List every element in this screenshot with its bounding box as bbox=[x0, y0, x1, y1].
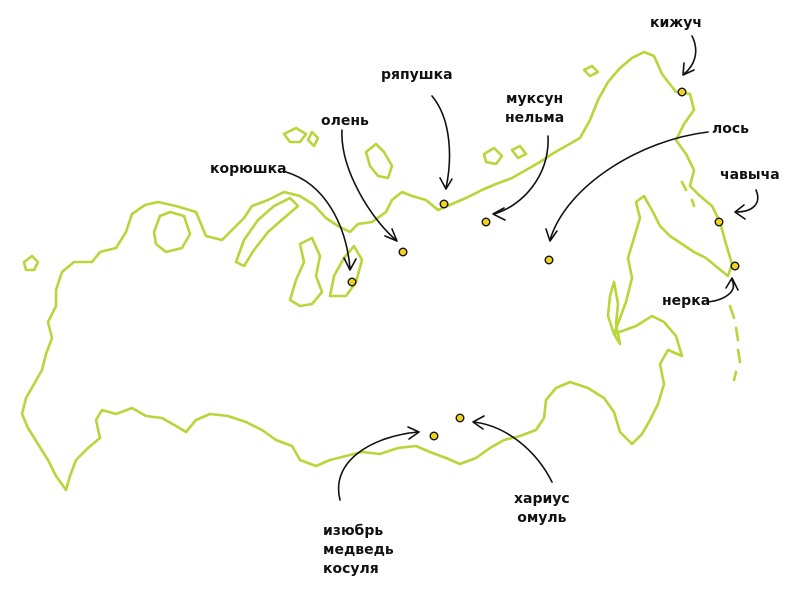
arrow-nerka-head bbox=[725, 277, 739, 291]
label-izubr-medved-kosulya: изюбрь медведь косуля bbox=[323, 522, 394, 579]
arrow-olen bbox=[341, 129, 397, 241]
arrow-ryapushka-head bbox=[439, 177, 453, 190]
franz-josef-land-2 bbox=[306, 130, 320, 148]
arrows bbox=[285, 35, 759, 501]
franz-josef-land bbox=[282, 126, 308, 144]
new-siberian-islands-2 bbox=[510, 144, 528, 160]
location-marker bbox=[730, 261, 740, 271]
label-line: муксун bbox=[506, 91, 564, 107]
arrow-los-head bbox=[545, 228, 558, 242]
location-marker bbox=[347, 277, 357, 287]
location-marker bbox=[714, 217, 724, 227]
location-marker bbox=[677, 87, 687, 97]
arrow-kizhuch bbox=[683, 35, 697, 75]
label-line: косуля bbox=[323, 561, 379, 577]
arrow-harius bbox=[473, 421, 553, 483]
arrow-izubr bbox=[337, 431, 419, 501]
label-olen: олень bbox=[321, 112, 369, 131]
label-line: ряпушка bbox=[381, 67, 453, 83]
label-line: нельма bbox=[505, 110, 565, 126]
arrow-harius-head bbox=[472, 415, 485, 430]
novaya-zemlya bbox=[234, 196, 300, 268]
kaliningrad bbox=[22, 254, 40, 272]
arrow-korushka-head bbox=[343, 257, 357, 271]
label-harius-omul: хариус омуль bbox=[514, 490, 570, 528]
location-marker bbox=[398, 247, 408, 257]
arrow-chavycha bbox=[735, 189, 759, 213]
yamal-coast bbox=[288, 236, 324, 308]
label-line: кижуч bbox=[650, 15, 702, 31]
location-marker bbox=[481, 217, 491, 227]
arrow-izubr-head bbox=[407, 426, 420, 440]
label-line: чавыча bbox=[720, 167, 780, 183]
label-kizhuch: кижуч bbox=[650, 14, 702, 33]
kamchatka-islands bbox=[680, 180, 696, 208]
label-line: медведь bbox=[323, 542, 394, 558]
label-line: изюбрь bbox=[323, 523, 384, 539]
label-line: олень bbox=[321, 113, 369, 129]
location-marker bbox=[544, 255, 554, 265]
label-los: лось bbox=[712, 120, 749, 139]
arrow-kizhuch-head bbox=[682, 62, 695, 76]
label-line: корюшка bbox=[210, 161, 287, 177]
wrangel-island bbox=[582, 64, 600, 78]
label-nerka: нерка bbox=[662, 292, 710, 311]
coastline bbox=[20, 50, 734, 492]
label-korushka: корюшка bbox=[210, 160, 287, 179]
kuril-islands bbox=[728, 304, 742, 382]
gydan-coast bbox=[328, 244, 364, 298]
arrow-chavycha-head bbox=[734, 204, 746, 220]
arrow-muksun bbox=[493, 135, 549, 215]
location-marker bbox=[455, 413, 465, 423]
arrow-nerka bbox=[707, 279, 735, 303]
location-marker bbox=[429, 431, 439, 441]
label-ryapushka: ряпушка bbox=[381, 66, 453, 85]
label-line: омуль bbox=[517, 510, 567, 526]
arrow-muksun-head bbox=[492, 207, 506, 221]
new-siberian-islands bbox=[482, 146, 504, 166]
location-marker bbox=[439, 199, 449, 209]
label-line: хариус bbox=[514, 491, 570, 507]
arrow-olen-head bbox=[384, 228, 398, 242]
markers bbox=[347, 87, 740, 441]
label-muksun-nelma: муксун нельма bbox=[505, 90, 564, 128]
sakhalin bbox=[606, 280, 622, 346]
white-sea-coast bbox=[152, 210, 192, 254]
arrow-ryapushka bbox=[431, 95, 451, 189]
arrow-los bbox=[549, 131, 709, 241]
label-chavycha: чавыча bbox=[720, 166, 780, 185]
arrow-korushka bbox=[285, 171, 351, 269]
label-line: нерка bbox=[662, 293, 711, 309]
label-line: лось bbox=[712, 121, 750, 137]
severnaya-zemlya bbox=[364, 142, 394, 180]
